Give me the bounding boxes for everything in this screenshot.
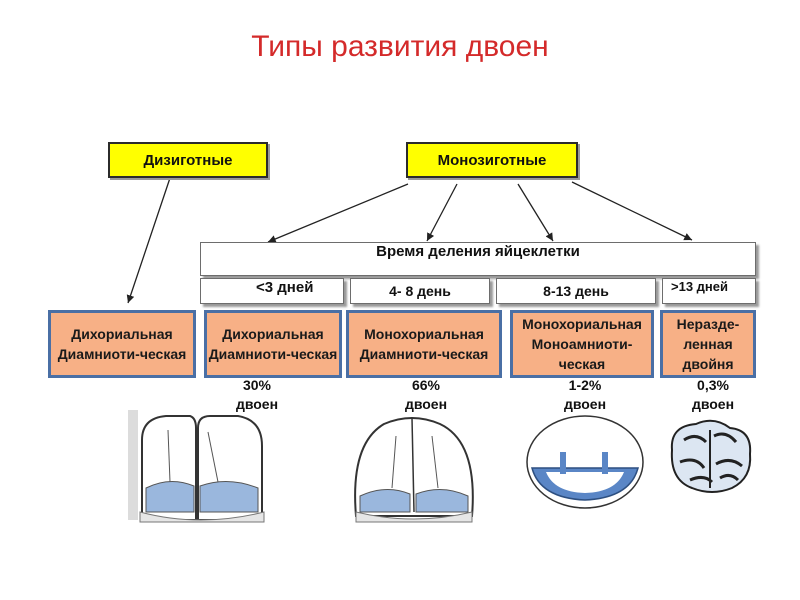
percent-66: 66% двоен: [404, 377, 448, 412]
monozygotic-label: Монозиготные: [437, 151, 547, 169]
page-title: Типы развития двоен: [251, 30, 549, 63]
arrow-dizygotic: [126, 177, 171, 304]
division-time-label: Время деления яйцеклетки: [376, 243, 580, 260]
timing-8-13: 8-13 день: [496, 278, 656, 304]
type-dichorionic-label: Дихориальная Диамниоти-ческая: [208, 325, 338, 362]
percent-30: 30% двоен: [235, 377, 279, 412]
timing-lt3: <3 дней: [200, 278, 344, 304]
dizygotic-box: Дизиготные: [108, 142, 268, 178]
arrow-mono-2: [426, 183, 458, 242]
division-time-header: Время деления яйцеклетки: [200, 242, 756, 276]
timing-gt13: >13 дней: [662, 278, 756, 304]
timing-4-8: 4- 8 день: [350, 278, 490, 304]
type-mono-diamniotic-label: Монохориальная Диамниоти-ческая: [359, 325, 489, 362]
timing-gt13-label: >13 дней: [671, 279, 728, 294]
timing-8-13-label: 8-13 день: [543, 283, 609, 299]
type-mono-monoamniotic-label: Монохориальная Моноамниоти-ческая: [522, 315, 642, 373]
illustration-dichorionic: [128, 410, 265, 523]
monozygotic-box: Монозиготные: [406, 142, 578, 178]
dizygotic-label: Дизиготные: [143, 151, 233, 169]
percent-0-3: 0,3% двоен: [691, 377, 735, 412]
arrow-mono-1: [267, 183, 409, 243]
arrow-mono-4: [571, 181, 693, 241]
illustration-mono-monoamniotic: [526, 415, 644, 509]
arrow-mono-3: [517, 183, 554, 242]
illustration-conjoined: [670, 419, 752, 493]
type-box-conjoined: Неразде-ленная двойня: [660, 310, 756, 378]
type-conjoined-label: Неразде-ленная двойня: [676, 315, 740, 373]
timing-lt3-label: <3 дней: [256, 279, 314, 296]
type-box-dizygotic: Дихориальная Диамниоти-ческая: [48, 310, 196, 378]
type-box-mono-monoamniotic: Монохориальная Моноамниоти-ческая: [510, 310, 654, 378]
type-box-dichorionic: Дихориальная Диамниоти-ческая: [204, 310, 342, 378]
type-box-mono-diamniotic: Монохориальная Диамниоти-ческая: [346, 310, 502, 378]
type-dizygotic-label: Дихориальная Диамниоти-ческая: [57, 325, 187, 362]
timing-4-8-label: 4- 8 день: [389, 283, 451, 299]
percent-1-2: 1-2% двоен: [563, 377, 607, 412]
illustration-mono-diamniotic: [354, 417, 474, 523]
